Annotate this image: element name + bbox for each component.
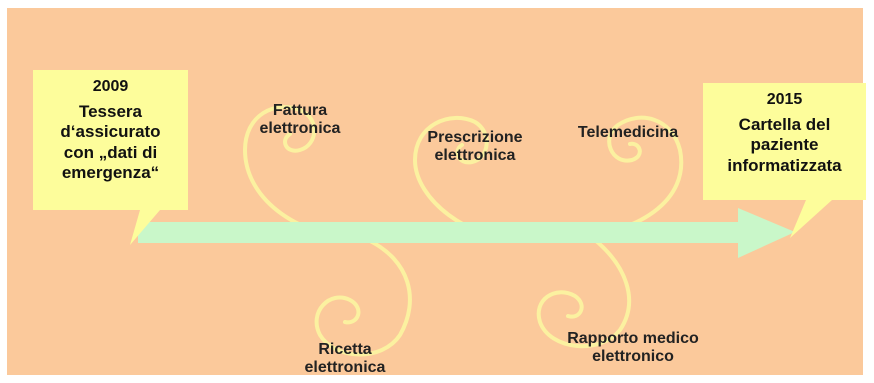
start-line-2: d‘assicurato (60, 122, 161, 142)
milestone-rapporto-line-1: Rapporto medico (567, 330, 699, 347)
milestone-telemedicina: Telemedicina (558, 124, 698, 142)
end-callout-text: 2015 Cartella del paziente informatizzat… (703, 91, 866, 176)
end-line-2: paziente (750, 135, 819, 155)
timeline-arrow (138, 208, 795, 258)
milestone-telemedicina-line-1: Telemedicina (577, 124, 679, 141)
milestone-ricetta-line-2: elettronica (304, 359, 386, 377)
start-year: 2009 (92, 78, 129, 95)
start-line-1: Tessera (78, 102, 142, 121)
end-callout (703, 83, 866, 238)
end-year: 2015 (766, 91, 803, 108)
milestone-prescrizione-line-2: elettronica (434, 147, 516, 165)
spiral-telemedicina (558, 115, 684, 242)
milestone-fattura: Fattura elettronica (240, 102, 360, 139)
start-line-3: con „dati di (63, 142, 158, 162)
start-callout (33, 70, 188, 245)
spiral-fattura (242, 104, 374, 242)
milestone-prescrizione-line-1: Prescrizione (427, 129, 523, 146)
end-line-3: informatizzata (727, 155, 842, 175)
milestone-ricetta-line-1: Ricetta (318, 341, 372, 358)
start-callout-text: 2009 Tessera d‘assicurato con „dati di e… (33, 78, 188, 184)
milestone-rapporto-line-2: elettronico (592, 348, 674, 366)
spiral-prescrizione (412, 116, 522, 242)
end-line-1: Cartella del (738, 115, 831, 134)
milestone-fattura-line-1: Fattura (272, 102, 328, 119)
milestone-ricetta: Ricetta elettronica (285, 341, 405, 378)
start-line-4: emergenza“ (61, 163, 160, 183)
spiral-rapporto (536, 238, 631, 349)
milestone-rapporto: Rapporto medico elettronico (543, 330, 723, 367)
milestone-fattura-line-2: elettronica (259, 120, 341, 138)
milestone-prescrizione: Prescrizione elettronica (405, 129, 545, 166)
spiral-ricetta (314, 238, 412, 357)
